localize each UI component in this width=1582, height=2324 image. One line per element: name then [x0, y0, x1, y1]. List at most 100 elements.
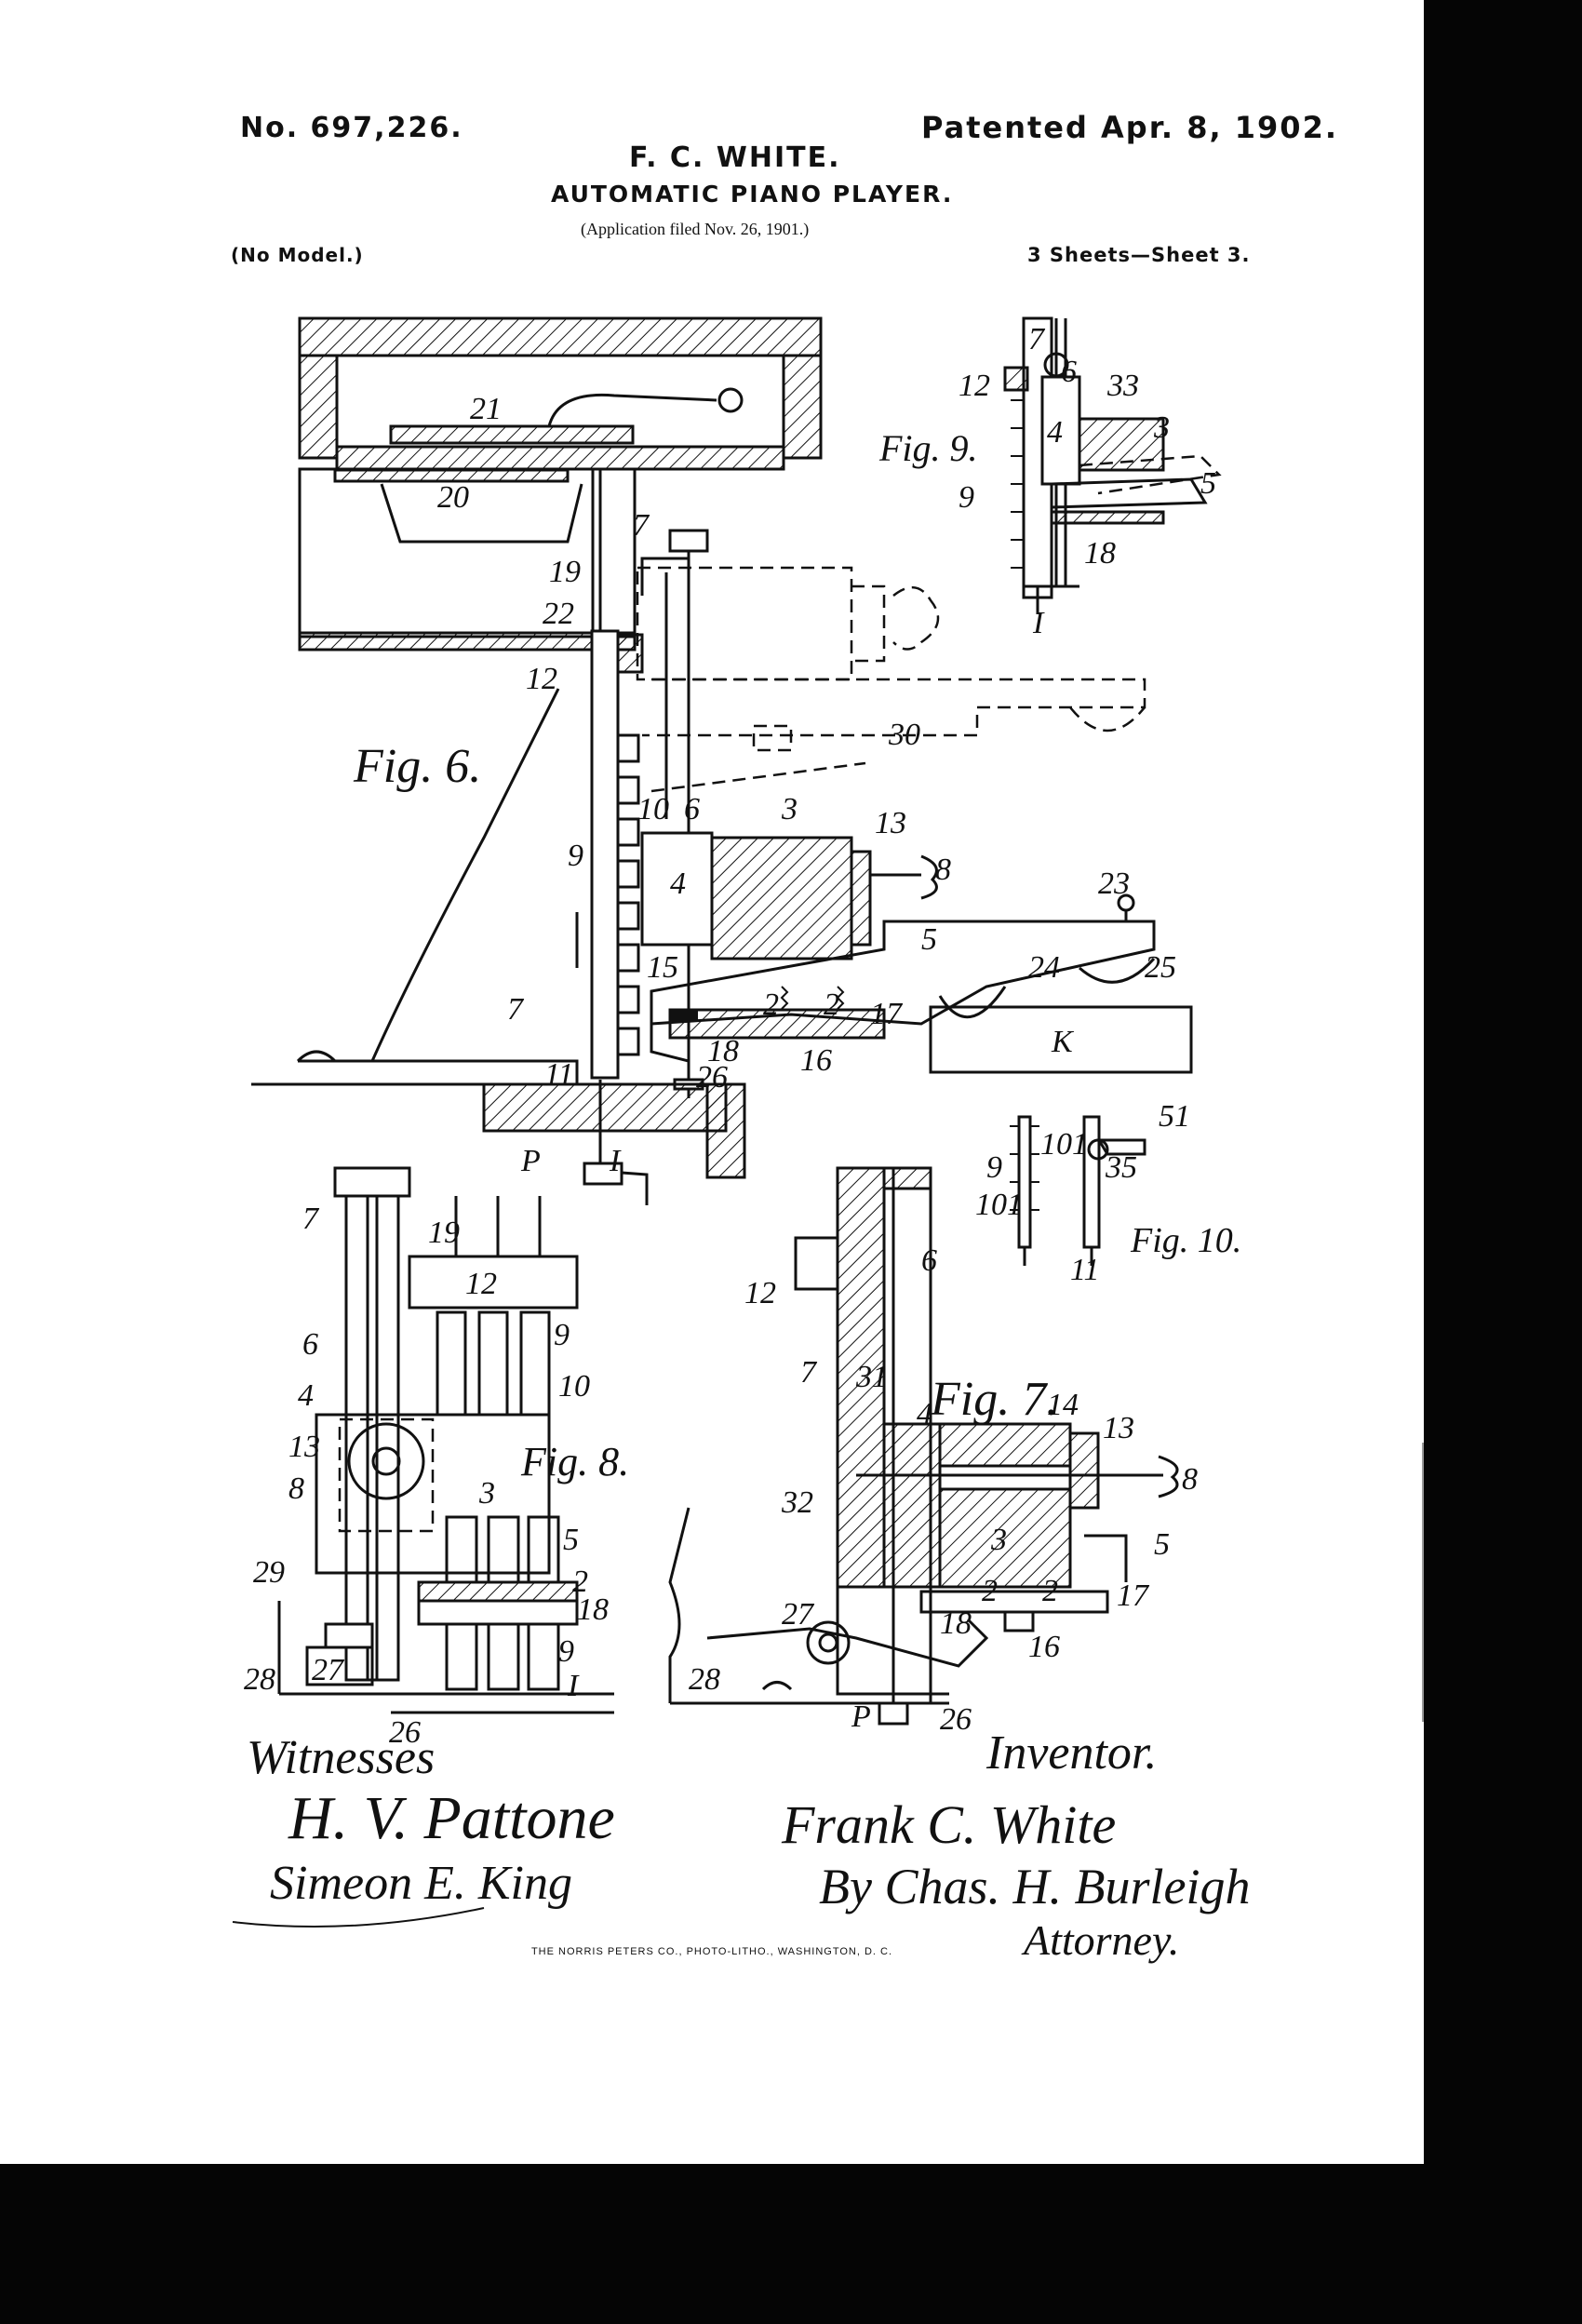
patent-drawing: Fig. 6. Fig. 7. Fig. 8. Fig. 9. Fig. 10.… [232, 316, 1250, 1964]
svg-text:K: K [1051, 1025, 1075, 1059]
fig10-label: Fig. 10. [1130, 1221, 1241, 1260]
svg-text:24: 24 [1028, 950, 1060, 985]
svg-text:26: 26 [696, 1060, 728, 1095]
svg-text:9: 9 [959, 480, 974, 515]
svg-text:P: P [851, 1699, 871, 1734]
figure-10-drawing [1010, 1115, 1146, 1266]
svg-text:13: 13 [1103, 1411, 1134, 1445]
witnesses-label: Witnesses [247, 1731, 435, 1784]
svg-text:3: 3 [478, 1476, 495, 1511]
svg-text:4: 4 [1047, 415, 1063, 450]
svg-text:I: I [1032, 606, 1045, 640]
sheet-count: 3 Sheets—Sheet 3. [1027, 244, 1251, 266]
svg-text:16: 16 [800, 1043, 832, 1078]
svg-text:7: 7 [800, 1355, 818, 1390]
inventor-name: F. C. WHITE. [629, 141, 841, 174]
figure-6-drawing [251, 316, 1193, 1205]
svg-text:4: 4 [917, 1397, 932, 1431]
svg-text:14: 14 [1047, 1388, 1079, 1422]
svg-text:18: 18 [1084, 536, 1116, 571]
scan-bottom-border [0, 2164, 1424, 2324]
svg-text:P: P [520, 1144, 541, 1178]
svg-text:18: 18 [707, 1034, 739, 1068]
inventor-signature-block: Inventor. Frank C. White By Chas. H. Bur… [781, 1726, 1250, 1964]
svg-text:9: 9 [554, 1318, 570, 1352]
svg-text:11: 11 [544, 1057, 573, 1092]
fig7-label: Fig. 7. [930, 1373, 1058, 1426]
svg-text:6: 6 [302, 1327, 318, 1362]
svg-text:9: 9 [986, 1150, 1002, 1185]
svg-text:15: 15 [647, 950, 678, 985]
svg-text:27: 27 [312, 1653, 345, 1687]
svg-text:7: 7 [633, 508, 650, 543]
fig8-label: Fig. 8. [520, 1439, 629, 1484]
svg-text:5: 5 [563, 1523, 579, 1557]
patent-date: Patented Apr. 8, 1902. [921, 110, 1338, 145]
svg-text:2: 2 [824, 987, 839, 1022]
svg-text:10: 10 [637, 792, 669, 826]
svg-text:2: 2 [763, 987, 779, 1022]
svg-text:6: 6 [1061, 355, 1077, 389]
svg-text:6: 6 [684, 792, 700, 826]
svg-text:12: 12 [744, 1276, 776, 1310]
patent-number: No. 697,226. [240, 112, 463, 144]
svg-text:7: 7 [507, 992, 525, 1027]
svg-text:101: 101 [975, 1188, 1023, 1222]
patent-title: AUTOMATIC PIANO PLAYER. [551, 181, 954, 208]
svg-text:3: 3 [990, 1523, 1007, 1557]
svg-text:8: 8 [1182, 1462, 1198, 1497]
fig8-reference-numerals: 7 19 12 9 10 6 4 13 8 3 5 2 18 29 9 28 2… [244, 1202, 609, 1750]
svg-text:26: 26 [389, 1715, 421, 1750]
svg-text:31: 31 [855, 1360, 888, 1394]
svg-text:33: 33 [1106, 369, 1139, 403]
svg-text:13: 13 [288, 1430, 320, 1464]
figure-9-drawing [1003, 316, 1222, 614]
svg-text:18: 18 [940, 1606, 972, 1641]
attorney-signature: By Chas. H. Burleigh [819, 1859, 1250, 1914]
svg-text:17: 17 [870, 997, 904, 1031]
fig6-reference-numerals: 21 20 7 19 22 12 30 10 6 3 13 9 4 8 23 5… [437, 392, 1176, 1178]
svg-text:12: 12 [959, 369, 990, 403]
svg-text:12: 12 [526, 662, 557, 696]
svg-text:8: 8 [288, 1471, 304, 1506]
witnesses-signature-block: Witnesses H. V. Pattone Simeon E. King [232, 1731, 615, 1928]
attorney-label: Attorney. [1021, 1916, 1179, 1964]
svg-text:5: 5 [1200, 466, 1216, 501]
svg-text:16: 16 [1028, 1630, 1060, 1664]
svg-text:22: 22 [543, 597, 574, 631]
svg-text:20: 20 [437, 480, 469, 515]
svg-text:2: 2 [982, 1574, 998, 1608]
svg-text:26: 26 [940, 1702, 972, 1737]
svg-text:25: 25 [1145, 950, 1176, 985]
svg-text:9: 9 [558, 1634, 574, 1669]
fig10-reference-numerals: 9 101 101 51 35 11 [975, 1099, 1190, 1287]
svg-text:13: 13 [875, 806, 906, 840]
svg-text:23: 23 [1098, 866, 1130, 901]
fig9-reference-numerals: 7 12 6 33 3 4 5 9 18 I [959, 322, 1216, 640]
inventor-label: Inventor. [985, 1726, 1157, 1780]
figure-7-drawing [668, 1166, 1179, 1726]
scan-edge-line [1422, 1443, 1424, 1722]
svg-text:I: I [567, 1669, 580, 1703]
svg-text:19: 19 [428, 1216, 460, 1250]
svg-text:7: 7 [1028, 322, 1046, 356]
svg-text:30: 30 [888, 718, 920, 752]
printer-credit: THE NORRIS PETERS CO., PHOTO-LITHO., WAS… [530, 1946, 893, 1957]
model-note: (No Model.) [231, 244, 364, 266]
svg-text:3: 3 [781, 792, 798, 826]
svg-text:12: 12 [465, 1267, 497, 1301]
svg-text:28: 28 [244, 1662, 275, 1697]
svg-text:11: 11 [1070, 1253, 1099, 1287]
svg-text:19: 19 [549, 555, 581, 589]
figure-8-drawing [277, 1166, 614, 1714]
svg-text:17: 17 [1117, 1578, 1150, 1613]
fig9-label: Fig. 9. [878, 427, 978, 469]
svg-text:7: 7 [302, 1202, 320, 1236]
svg-text:8: 8 [935, 853, 951, 887]
fig6-label: Fig. 6. [353, 740, 481, 793]
svg-text:3: 3 [1153, 410, 1170, 445]
fig7-reference-numerals: 12 6 7 31 4 14 13 8 32 3 5 2 2 17 27 18 … [689, 1243, 1198, 1737]
svg-text:9: 9 [568, 839, 583, 873]
svg-text:32: 32 [781, 1485, 813, 1520]
svg-text:5: 5 [1154, 1527, 1170, 1562]
